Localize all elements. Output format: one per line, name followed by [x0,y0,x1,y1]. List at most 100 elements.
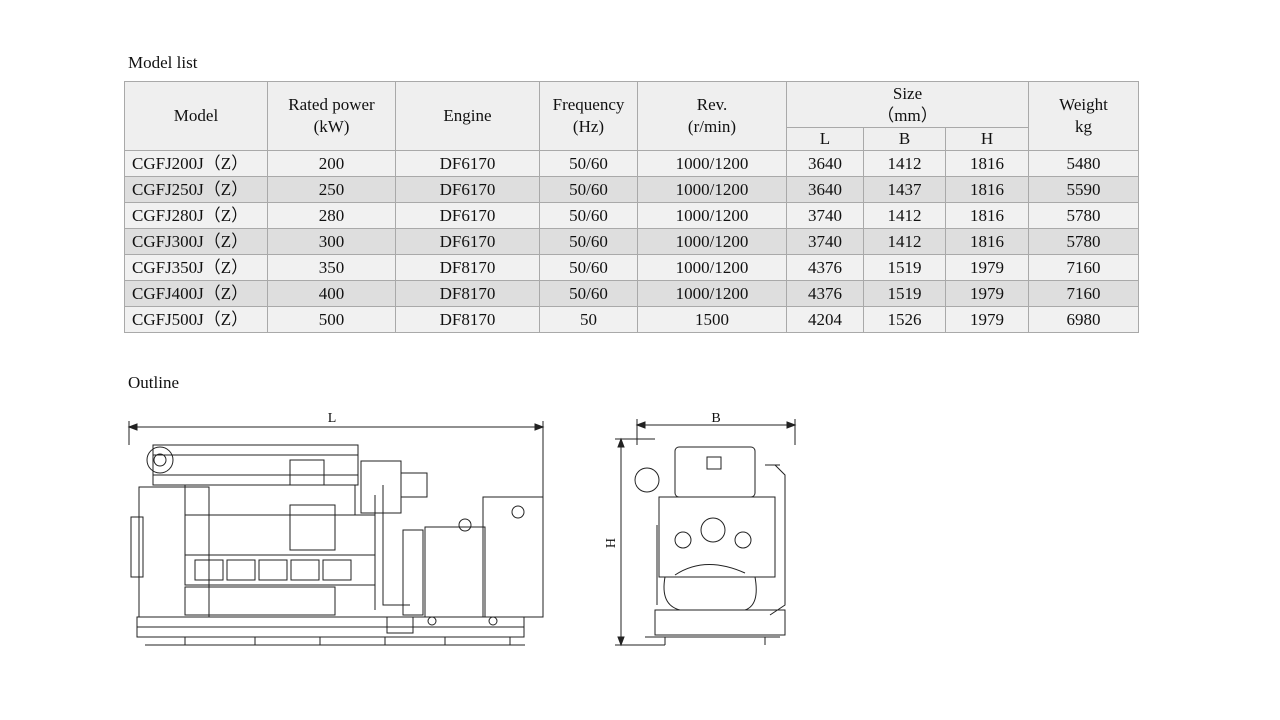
cell-power: 400 [267,280,396,307]
cell-b: 1519 [863,280,946,307]
dimension-b-label: B [711,411,720,426]
cell-l: 4376 [786,280,864,307]
cell-power: 350 [267,254,396,281]
cell-freq: 50/60 [539,176,638,203]
cell-l: 3740 [786,228,864,255]
cell-rev: 1000/1200 [637,280,787,307]
header-frequency-label: Frequency [552,95,625,114]
cell-engine: DF6170 [395,150,540,177]
header-rated-power: Rated power (kW) [267,81,396,151]
header-engine: Engine [395,81,540,151]
header-size: Size （mm） [786,81,1029,128]
cell-h: 1816 [945,150,1029,177]
front-view-drawing: B H [605,411,797,647]
cell-rev: 1000/1200 [637,150,787,177]
cell-weight: 5590 [1028,176,1139,203]
cell-engine: DF8170 [395,280,540,307]
cell-model: CGFJ500J（Z） [124,306,268,333]
cell-model: CGFJ400J（Z） [124,280,268,307]
cell-freq: 50/60 [539,202,638,229]
cell-weight: 7160 [1028,280,1139,307]
table-header: Model Rated power (kW) Engine Frequency … [124,81,1139,151]
header-rev-unit: (r/min) [687,117,737,136]
cell-weight: 5480 [1028,150,1139,177]
cell-b: 1412 [863,202,946,229]
outline-title: Outline [128,373,179,392]
cell-h: 1816 [945,202,1029,229]
cell-power: 200 [267,150,396,177]
cell-model: CGFJ350J（Z） [124,254,268,281]
cell-engine: DF6170 [395,176,540,203]
side-view-drawing: L [127,411,545,646]
header-rated-power-label: Rated power [288,95,375,114]
front-body [634,446,786,645]
header-weight-label: Weight [1059,95,1108,114]
dimension-b: B [635,411,797,445]
cell-engine: DF8170 [395,254,540,281]
cell-h: 1979 [945,280,1029,307]
cell-rev: 1000/1200 [637,202,787,229]
cell-rev: 1000/1200 [637,228,787,255]
cell-weight: 7160 [1028,254,1139,281]
cell-model: CGFJ300J（Z） [124,228,268,255]
cell-engine: DF6170 [395,228,540,255]
header-size-unit: （mm） [877,105,938,125]
header-weight-unit: kg [1075,117,1092,136]
cell-weight: 5780 [1028,228,1139,255]
cell-rev: 1000/1200 [637,176,787,203]
header-rev-label: Rev. [696,95,728,114]
cell-freq: 50 [539,306,638,333]
header-model: Model [124,81,268,151]
cell-weight: 6980 [1028,306,1139,333]
cell-b: 1412 [863,150,946,177]
cell-rev: 1000/1200 [637,254,787,281]
dimension-h-label: H [605,538,619,548]
cell-h: 1816 [945,176,1029,203]
cell-b: 1412 [863,228,946,255]
header-frequency: Frequency (Hz) [539,81,638,151]
cell-l: 3640 [786,176,864,203]
cell-l: 3740 [786,202,864,229]
cell-model: CGFJ280J（Z） [124,202,268,229]
cell-freq: 50/60 [539,280,638,307]
cell-b: 1437 [863,176,946,203]
cell-model: CGFJ250J（Z） [124,176,268,203]
header-size-h: H [945,127,1029,151]
cell-power: 280 [267,202,396,229]
cell-freq: 50/60 [539,150,638,177]
dimension-h: H [605,437,665,647]
header-rated-power-unit: (kW) [313,117,350,136]
cell-model: CGFJ200J（Z） [124,150,268,177]
dimension-l: L [127,411,545,505]
cell-h: 1979 [945,306,1029,333]
cell-engine: DF8170 [395,306,540,333]
cell-engine: DF6170 [395,202,540,229]
cell-l: 4204 [786,306,864,333]
cell-l: 4376 [786,254,864,281]
cell-b: 1519 [863,254,946,281]
header-weight: Weight kg [1028,81,1139,151]
cell-power: 500 [267,306,396,333]
cell-freq: 50/60 [539,254,638,281]
cell-h: 1979 [945,254,1029,281]
cell-freq: 50/60 [539,228,638,255]
cell-h: 1816 [945,228,1029,255]
cell-power: 250 [267,176,396,203]
engine-body [130,444,544,646]
header-size-b: B [863,127,946,151]
cell-power: 300 [267,228,396,255]
header-size-label: Size [892,83,923,103]
cell-weight: 5780 [1028,202,1139,229]
cell-b: 1526 [863,306,946,333]
cell-rev: 1500 [637,306,787,333]
header-size-l: L [786,127,864,151]
cell-l: 3640 [786,150,864,177]
